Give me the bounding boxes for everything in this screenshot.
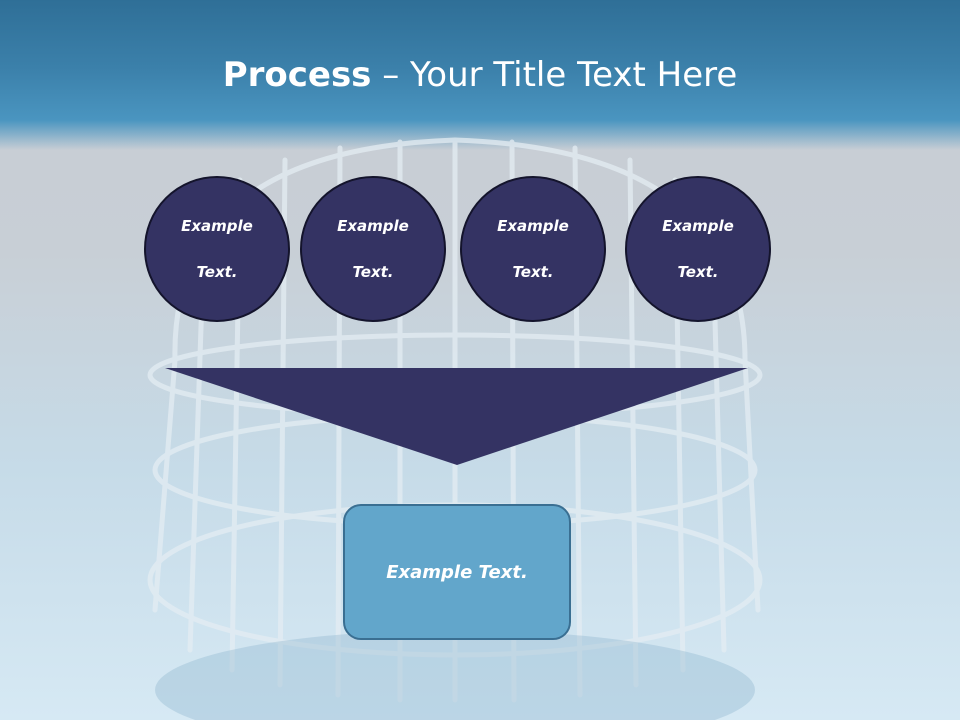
input-circle-1-line1: Example	[181, 216, 253, 235]
input-circle-4-line1: Example	[662, 216, 734, 235]
input-circle-2-line1: Example	[337, 216, 409, 235]
input-circle-3-line1: Example	[497, 216, 569, 235]
output-box-label: Example Text.	[386, 561, 528, 583]
input-circle-4-line2: Text.	[677, 262, 719, 281]
output-box[interactable]: Example Text.	[343, 504, 571, 640]
input-circle-2-line2: Text.	[352, 262, 394, 281]
input-circle-1-line2: Text.	[196, 262, 238, 281]
slide-title: Process – Your Title Text Here	[0, 50, 960, 100]
title-banner	[0, 0, 960, 150]
title-bold: Process	[222, 55, 372, 95]
title-rest: – Your Title Text Here	[371, 55, 738, 95]
input-circle-3-line2: Text.	[512, 262, 554, 281]
